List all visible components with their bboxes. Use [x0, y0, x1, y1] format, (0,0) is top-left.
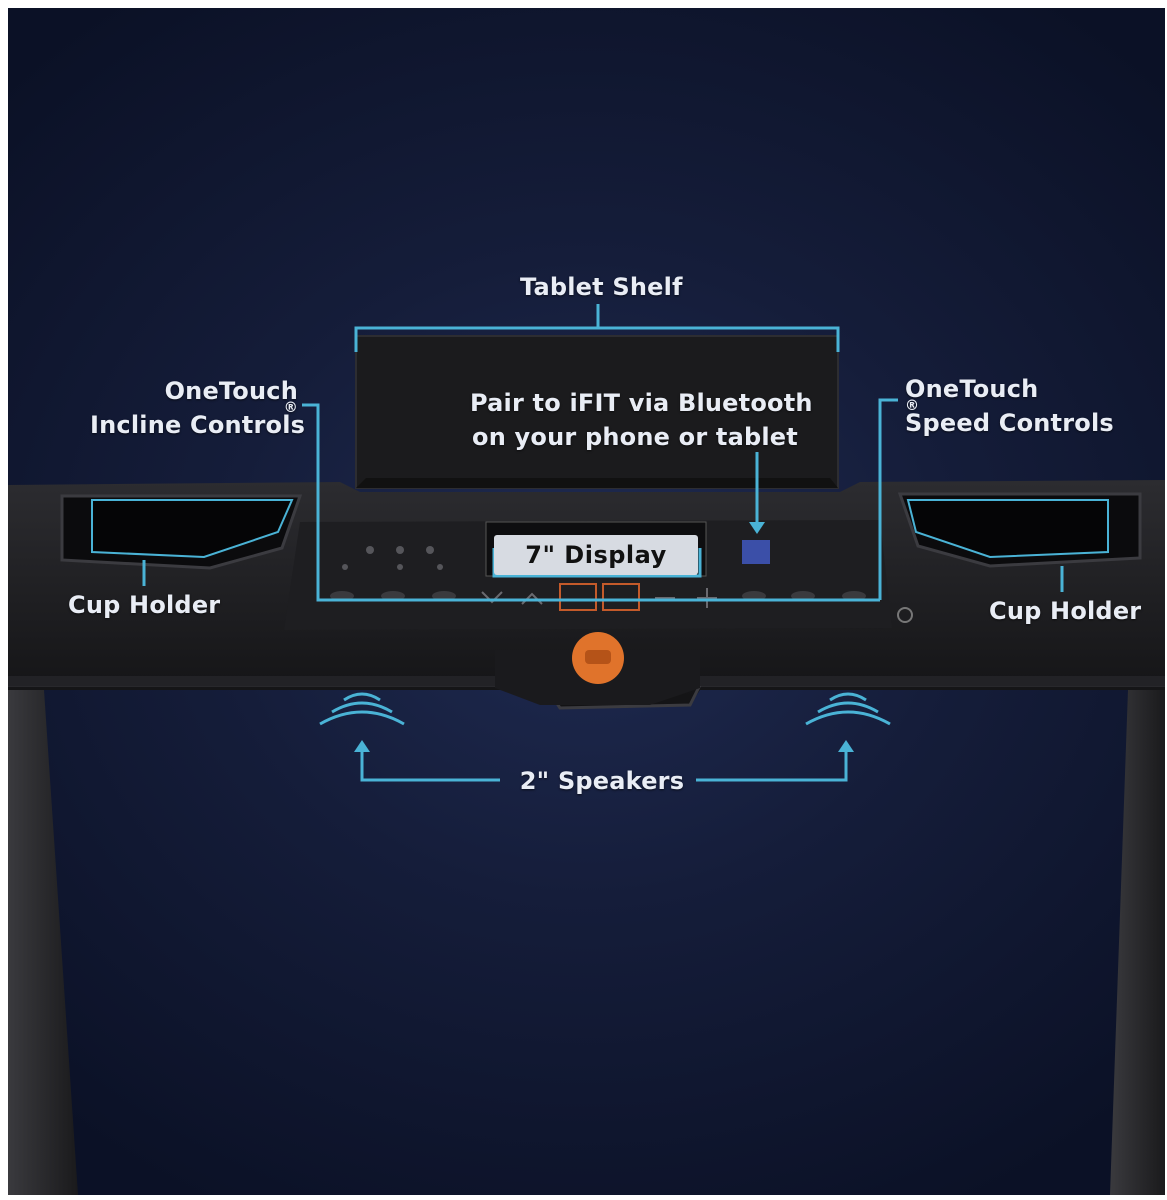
incline-controls-label: OneTouch® Incline Controls: [90, 377, 306, 439]
tablet-shelf-label: Tablet Shelf: [520, 273, 683, 301]
power-button: [897, 607, 913, 623]
left-upright-rail: [8, 690, 78, 1195]
bluetooth-label: Pair to iFIT via Bluetooth on your phone…: [470, 389, 813, 451]
treadmill-console-illustration: [8, 304, 1165, 1195]
speed-controls-label: OneTouch® Speed Controls: [905, 375, 1114, 437]
left-speaker-waves: [319, 692, 405, 726]
start-button: [559, 583, 597, 611]
right-upright-rail: [1110, 690, 1165, 1195]
right-speaker-waves: [805, 692, 891, 726]
bluetooth-badge: [742, 540, 770, 564]
cup-holder-left-label: Cup Holder: [68, 591, 221, 619]
stop-button: [602, 583, 640, 611]
product-image: Tablet Shelf OneTouch® Incline Controls …: [8, 8, 1165, 1195]
cup-holder-right-label: Cup Holder: [989, 597, 1142, 625]
display-label: 7" Display: [494, 535, 698, 575]
speakers-label: 2" Speakers: [519, 767, 685, 795]
